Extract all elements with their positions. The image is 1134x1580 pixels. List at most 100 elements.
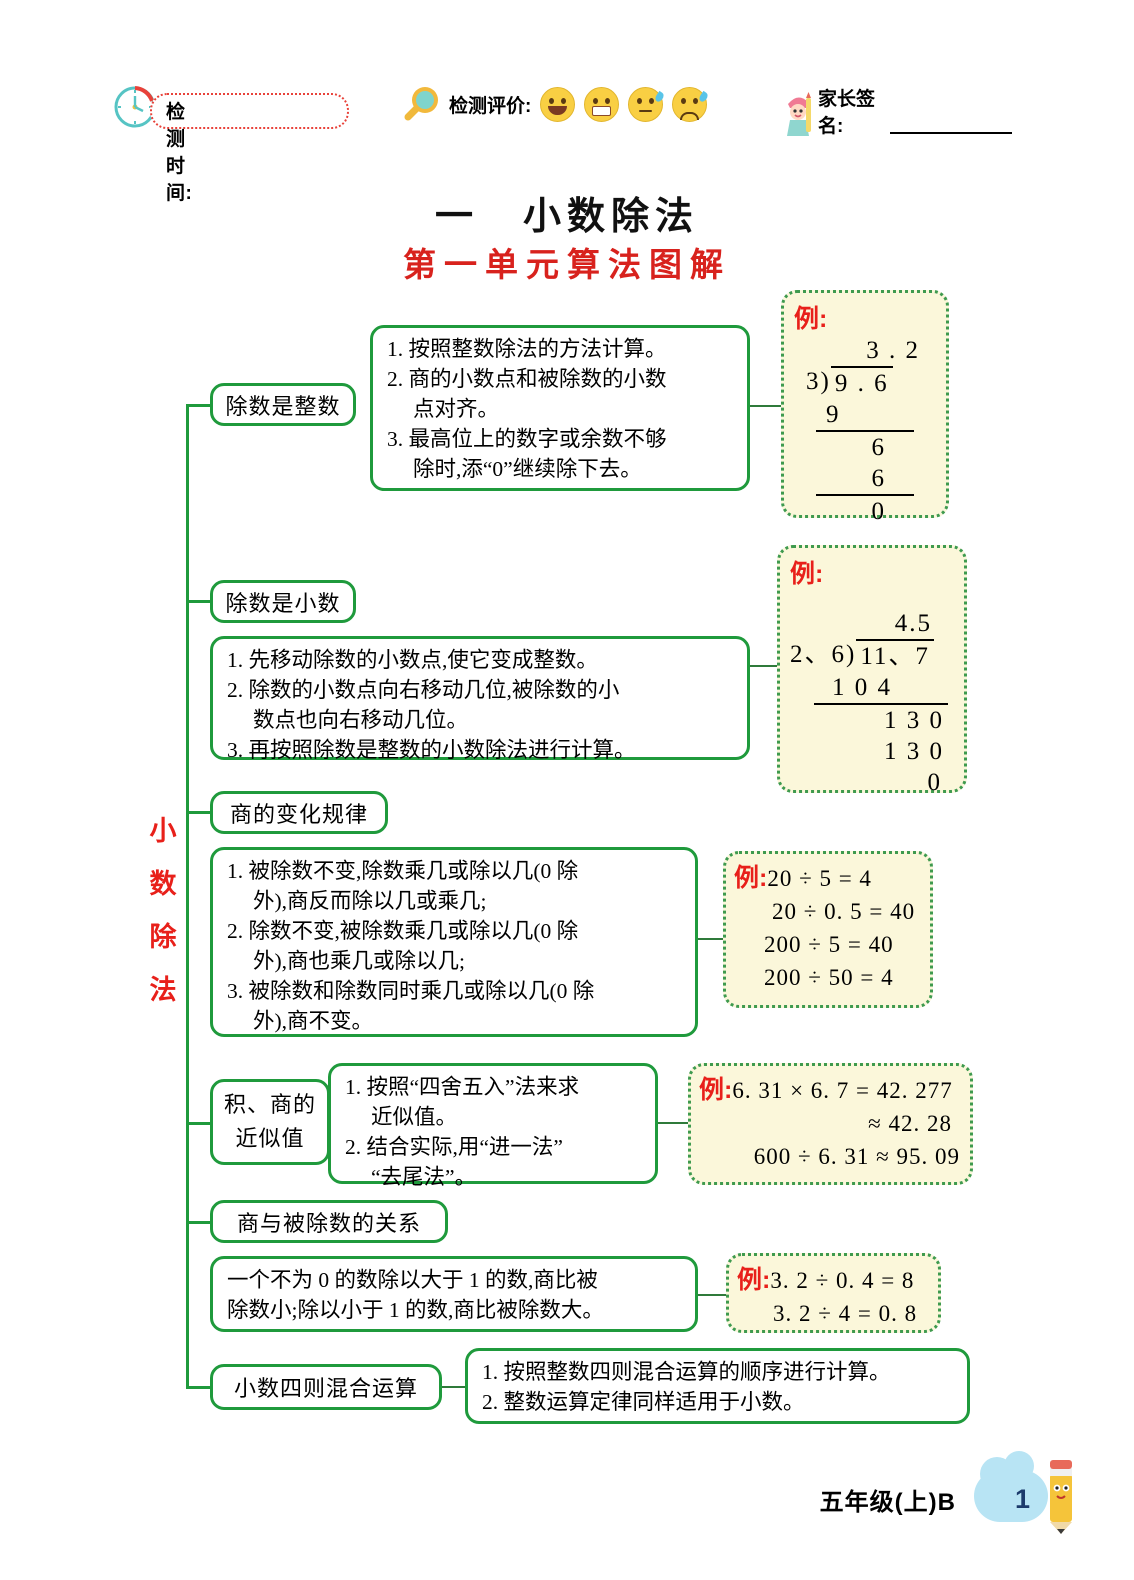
link-rule1-example1 xyxy=(750,405,781,407)
rule-line: 数点也向右移动几位。 xyxy=(253,708,469,732)
step-value: 9 xyxy=(826,401,841,428)
example-label: 例: xyxy=(790,560,824,588)
rule-line: 1. 被除数不变,除数乘几或除以几(0 除 xyxy=(227,859,579,883)
rule-line: 一个不为 0 的数除以大于 1 的数,商比被 xyxy=(227,1268,598,1292)
node-divisor-is-decimal[interactable]: 除数是小数 xyxy=(210,580,356,623)
branch-4 xyxy=(186,1122,210,1125)
grinning-face-icon[interactable] xyxy=(584,86,620,122)
parent-signature-label: 家长签名: xyxy=(818,89,876,137)
node-label-line-2[interactable]: 近似值 xyxy=(235,1126,305,1151)
rule-line: 外),商也乘几或除以几; xyxy=(253,949,466,973)
example-card-2: 例: 4.5 2、6 ) 11、7 1 0 4 1 3 0 1 3 0 0 xyxy=(777,545,967,796)
girl-icon xyxy=(780,90,816,138)
node-mixed-operations[interactable]: 小数四则混合运算 xyxy=(210,1364,442,1410)
rule-line: 3. 再按照除数是整数的小数除法进行计算。 xyxy=(227,738,636,762)
detect-time-input[interactable] xyxy=(150,93,349,129)
rule-line: 外),商反而除以几或乘几; xyxy=(253,889,487,913)
parent-signature-group: 家长签名: xyxy=(780,84,1012,138)
rule-line: 2. 除数的小数点向右移动几位,被除数的小 xyxy=(227,678,620,702)
example-equation: ≈ 42. 28 xyxy=(868,1111,952,1136)
example-card-5: 例: 3. 2 ÷ 0. 4 = 8 3. 2 ÷ 4 = 0. 8 xyxy=(726,1253,941,1333)
rules-mixed-operations: 1. 按照整数四则混合运算的顺序进行计算。 2. 整数运算定律同样适用于小数。 xyxy=(465,1348,970,1424)
rule-line: 1. 先移动除数的小数点,使它变成整数。 xyxy=(227,648,598,672)
link-rule2-example2 xyxy=(750,665,777,667)
branch-6 xyxy=(186,1386,210,1389)
rule-line: 除数小;除以小于 1 的数,商比被除数大。 xyxy=(227,1298,604,1322)
root-char-3: 除 xyxy=(149,922,177,952)
rule-line: 3. 最高位上的数字或余数不够 xyxy=(387,427,667,451)
example-equation: 3. 2 ÷ 4 = 0. 8 xyxy=(773,1301,918,1326)
neutral-sweat-face-icon[interactable] xyxy=(628,86,666,122)
branch-2 xyxy=(186,600,210,603)
crying-face-icon[interactable] xyxy=(672,86,710,122)
link-rule3-example3 xyxy=(698,938,723,940)
branch-3 xyxy=(186,811,210,814)
laughing-face-icon[interactable] xyxy=(540,86,576,122)
rule-line: 点对齐。 xyxy=(413,397,500,421)
example-label: 例: xyxy=(737,1266,771,1294)
long-division-1: 3 . 2 3 ) 9 . 6 9 6 6 0 xyxy=(794,335,936,527)
example-equation: 200 ÷ 5 = 40 xyxy=(764,932,894,957)
quotient: 3 . 2 xyxy=(866,337,920,364)
rule-line: 1. 按照整数除法的方法计算。 xyxy=(387,337,667,361)
rule-line: 外),商不变。 xyxy=(253,1009,374,1033)
example-equation: 600 ÷ 6. 31 ≈ 95. 09 xyxy=(753,1144,960,1169)
rule-line: 近似值。 xyxy=(371,1105,458,1129)
step-value: 0 xyxy=(927,769,942,796)
step-value: 6 xyxy=(871,465,886,492)
unit-title: 一 小数除法 xyxy=(434,196,699,238)
step-value: 1 3 0 xyxy=(884,738,944,765)
example-equation: 20 ÷ 5 = 4 xyxy=(767,866,872,891)
example-card-4: 例: 6. 31 × 6. 7 = 42. 277 ≈ 42. 28 600 ÷… xyxy=(688,1063,973,1185)
example-equation: 200 ÷ 50 = 4 xyxy=(764,965,894,990)
example-label: 例: xyxy=(734,864,768,892)
parent-signature-input[interactable] xyxy=(889,131,1012,134)
rule-line: 1. 按照整数四则混合运算的顺序进行计算。 xyxy=(482,1360,891,1384)
detect-eval-label: 检测评价: xyxy=(449,95,532,117)
example-label: 例: xyxy=(794,305,828,333)
rules-divisor-is-decimal: 1. 先移动除数的小数点,使它变成整数。 2. 除数的小数点向右移动几位,被除数… xyxy=(210,636,750,762)
detect-eval-group: 检测评价: xyxy=(399,82,710,126)
footer-grade: 五年级(上)B xyxy=(819,1489,956,1516)
divisor: 3 xyxy=(806,368,821,395)
division-bracket: ) xyxy=(846,641,857,668)
node-quotient-dividend-relation[interactable]: 商与被除数的关系 xyxy=(210,1200,448,1243)
root-char-1: 小 xyxy=(149,816,177,846)
rule-line: “去尾法”。 xyxy=(371,1165,477,1189)
example-label: 例: xyxy=(699,1076,733,1104)
divisor: 2、6 xyxy=(790,641,847,668)
example-card-3: 例: 20 ÷ 5 = 4 20 ÷ 0. 5 = 40 200 ÷ 5 = 4… xyxy=(723,851,933,1008)
rule-line: 2. 除数不变,被除数乘几或除以几(0 除 xyxy=(227,919,579,943)
pencil-mascot-icon xyxy=(1046,1458,1076,1534)
node-label-line-1[interactable]: 积、商的 xyxy=(223,1092,316,1117)
example-equation: 6. 31 × 6. 7 = 42. 277 xyxy=(732,1078,953,1103)
rules-quotient-change-rule: 1. 被除数不变,除数乘几或除以几(0 除 外),商反而除以几或乘几; 2. 除… xyxy=(210,847,698,1037)
detect-time-label: 检测时间: xyxy=(166,102,193,204)
rules-approximate-value: 1. 按照“四舍五入”法来求 近似值。 2. 结合实际,用“进一法” “去尾法”… xyxy=(328,1063,658,1189)
node-divisor-is-integer[interactable]: 除数是整数 xyxy=(210,383,356,426)
rule-line: 2. 结合实际,用“进一法” xyxy=(345,1135,563,1159)
rule-line: 3. 被除数和除数同时乘几或除以几(0 除 xyxy=(227,979,595,1003)
step-value: 0 xyxy=(815,494,914,527)
example-card-1: 例: 3 . 2 3 ) 9 . 6 9 6 6 0 xyxy=(781,290,949,525)
rule-line: 2. 整数运算定律同样适用于小数。 xyxy=(482,1390,805,1414)
link-rule4-example4 xyxy=(658,1122,688,1124)
link-node6-rules6 xyxy=(442,1386,465,1388)
rules-quotient-dividend-relation: 一个不为 0 的数除以大于 1 的数,商比被 除数小;除以小于 1 的数,商比被… xyxy=(210,1256,698,1332)
magnifier-icon xyxy=(399,82,443,126)
detect-time-group: 检测时间: xyxy=(112,84,349,204)
rule-line: 2. 商的小数点和被除数的小数 xyxy=(387,367,667,391)
step-value: 1 0 4 xyxy=(832,674,892,701)
rule-line: 除时,添“0”继续除下去。 xyxy=(413,457,642,481)
root-char-2: 数 xyxy=(149,869,177,899)
rule-line: 1. 按照“四舍五入”法来求 xyxy=(345,1075,580,1099)
node-quotient-change-rule[interactable]: 商的变化规律 xyxy=(210,791,388,834)
page-number: 1 xyxy=(1014,1484,1030,1514)
link-rule5-example5 xyxy=(698,1294,726,1296)
example-equation: 3. 2 ÷ 0. 4 = 8 xyxy=(770,1268,915,1293)
root-label: 小 数 除 法 xyxy=(146,805,180,1017)
page-header: 检测时间: 检测评价: xyxy=(112,78,1012,204)
branch-5 xyxy=(186,1221,210,1224)
dividend: 9 . 6 xyxy=(830,366,893,399)
